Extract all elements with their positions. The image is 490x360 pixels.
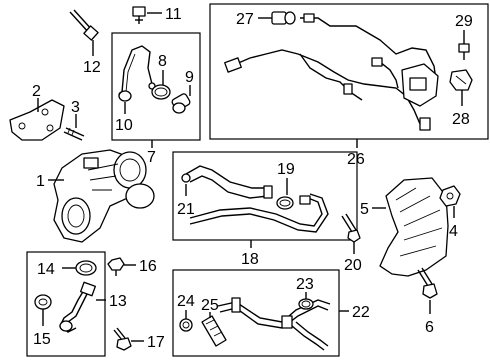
callout-29: 29 (455, 13, 473, 30)
coolant-tube-22-icon (217, 297, 331, 351)
callout-26: 26 (347, 151, 365, 168)
stud-20-icon (341, 213, 361, 243)
callout-8: 8 (158, 53, 167, 70)
callout-5: 5 (360, 201, 369, 218)
callout-23: 23 (296, 276, 314, 293)
bolt-16-icon (107, 257, 125, 276)
oil-return-tube-13-icon (59, 281, 96, 333)
sensor-27-icon (271, 11, 296, 25)
stud-3-icon (63, 127, 85, 141)
callout-3: 3 (71, 99, 80, 116)
callout-10: 10 (115, 117, 133, 134)
hose-25-icon (201, 315, 227, 347)
bolt-29-icon (458, 43, 470, 60)
callout-13: 13 (109, 293, 127, 310)
callout-27: 27 (236, 11, 254, 28)
callout-19: 19 (277, 161, 295, 178)
callout-20: 20 (344, 257, 362, 274)
gasket-2-icon (9, 99, 65, 141)
bolt-11-icon (132, 6, 146, 24)
clip-28-icon (449, 69, 473, 91)
callout-2: 2 (32, 83, 41, 100)
callout-1: 1 (36, 173, 45, 190)
callout-16: 16 (139, 258, 157, 275)
bolt-6-icon (417, 267, 438, 299)
group-box-18 (172, 151, 358, 241)
callout-11: 11 (165, 6, 182, 23)
wiring-harness-26-icon (224, 13, 439, 131)
nut-4-icon (439, 185, 461, 207)
o-ring-19-icon (276, 196, 294, 210)
callout-7: 7 (147, 149, 156, 166)
seal-10-icon (118, 90, 132, 102)
callout-24: 24 (177, 293, 195, 310)
group-box-13 (26, 251, 106, 357)
oil-line-7-icon (121, 45, 153, 93)
coolant-tube-21-icon (181, 165, 273, 199)
callout-9: 9 (185, 69, 194, 86)
o-ring-14-icon (75, 260, 97, 276)
bolt-17-icon (113, 327, 132, 351)
group-box-26 (209, 3, 489, 140)
callout-4: 4 (449, 223, 458, 240)
callout-21: 21 (177, 201, 195, 218)
heat-shield-5-icon (379, 177, 449, 277)
callout-22: 22 (352, 304, 370, 321)
callout-12: 12 (83, 59, 101, 76)
bolt-12-icon (69, 9, 99, 41)
group-box-22 (172, 269, 340, 357)
o-ring-23-icon (298, 298, 314, 310)
callout-28: 28 (452, 111, 470, 128)
turbocharger-1-icon (53, 149, 155, 243)
callout-18: 18 (241, 251, 259, 268)
group-box-7 (111, 32, 201, 141)
callout-17: 17 (147, 334, 165, 351)
callout-15: 15 (33, 331, 51, 348)
callout-25: 25 (201, 297, 219, 314)
fitting-9-icon (171, 93, 191, 114)
callout-14: 14 (37, 261, 55, 278)
callout-6: 6 (425, 319, 434, 336)
o-ring-8-icon (151, 84, 171, 100)
clamp-24-icon (179, 318, 193, 332)
coolant-pipe-18-icon (189, 193, 329, 233)
seal-15-icon (34, 294, 52, 310)
